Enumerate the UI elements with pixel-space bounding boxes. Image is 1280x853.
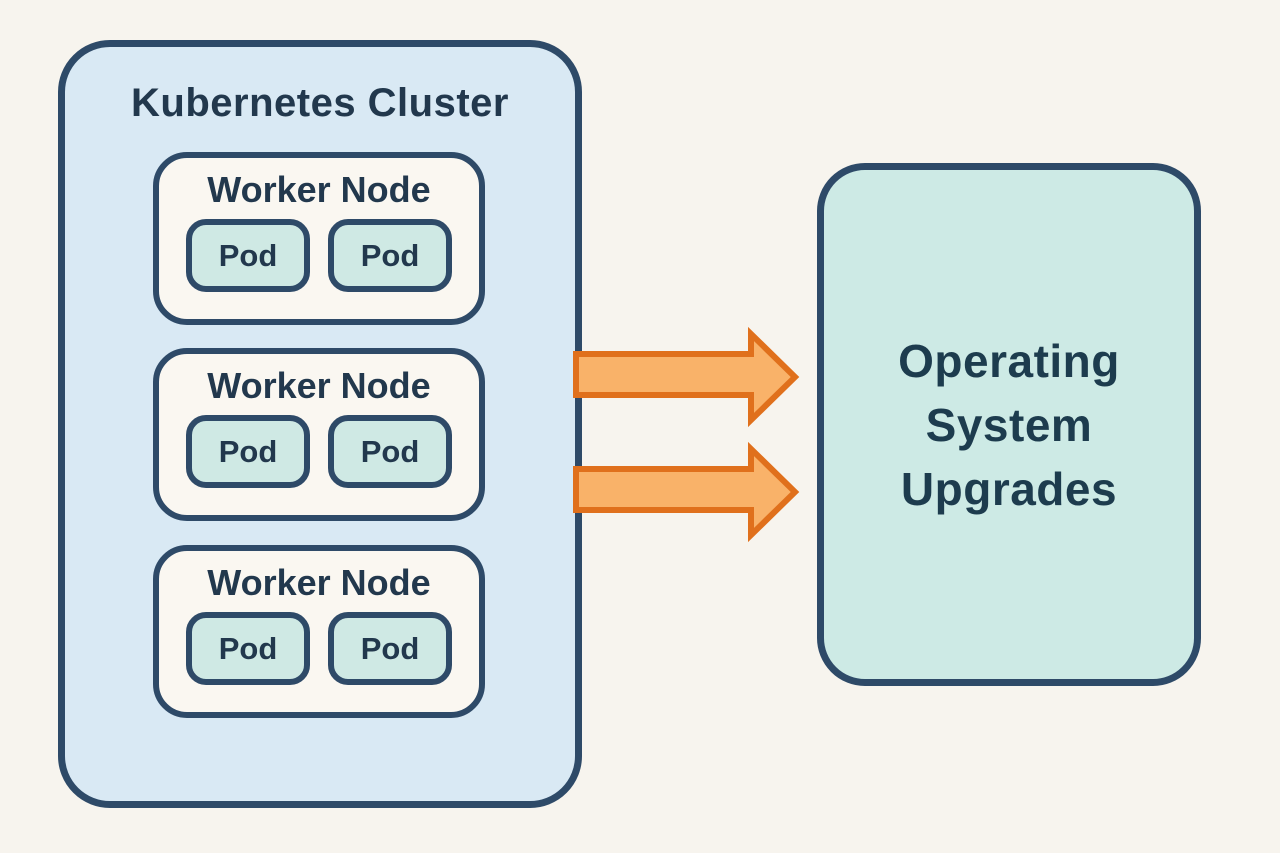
flow-arrows (573, 326, 800, 543)
worker-node-box: Worker Node Pod Pod (153, 545, 485, 718)
kubernetes-cluster-box: Kubernetes Cluster Worker Node Pod Pod W… (58, 40, 582, 808)
pod-box: Pod (186, 415, 310, 489)
arrow-right-icon (573, 441, 800, 543)
worker-node-box: Worker Node Pod Pod (153, 348, 485, 521)
os-upgrades-label-line: System (925, 398, 1093, 451)
pod-box: Pod (328, 415, 452, 489)
pod-box: Pod (328, 612, 452, 686)
os-upgrades-label-line: Upgrades (900, 462, 1118, 515)
worker-node-title: Worker Node (207, 365, 431, 406)
pods-row: Pod Pod (186, 612, 452, 686)
pod-box: Pod (328, 219, 452, 293)
worker-node-title: Worker Node (207, 562, 431, 603)
pods-row: Pod Pod (186, 219, 452, 293)
os-upgrades-box: Operating System Upgrades (817, 163, 1201, 686)
worker-node-title: Worker Node (207, 169, 431, 210)
cluster-title: Kubernetes Cluster (131, 81, 509, 125)
os-upgrades-label-line: Operating (898, 334, 1120, 387)
arrow-right-icon (573, 326, 800, 428)
worker-node-box: Worker Node Pod Pod (153, 152, 485, 325)
pod-box: Pod (186, 219, 310, 293)
pods-row: Pod Pod (186, 415, 452, 489)
pod-box: Pod (186, 612, 310, 686)
